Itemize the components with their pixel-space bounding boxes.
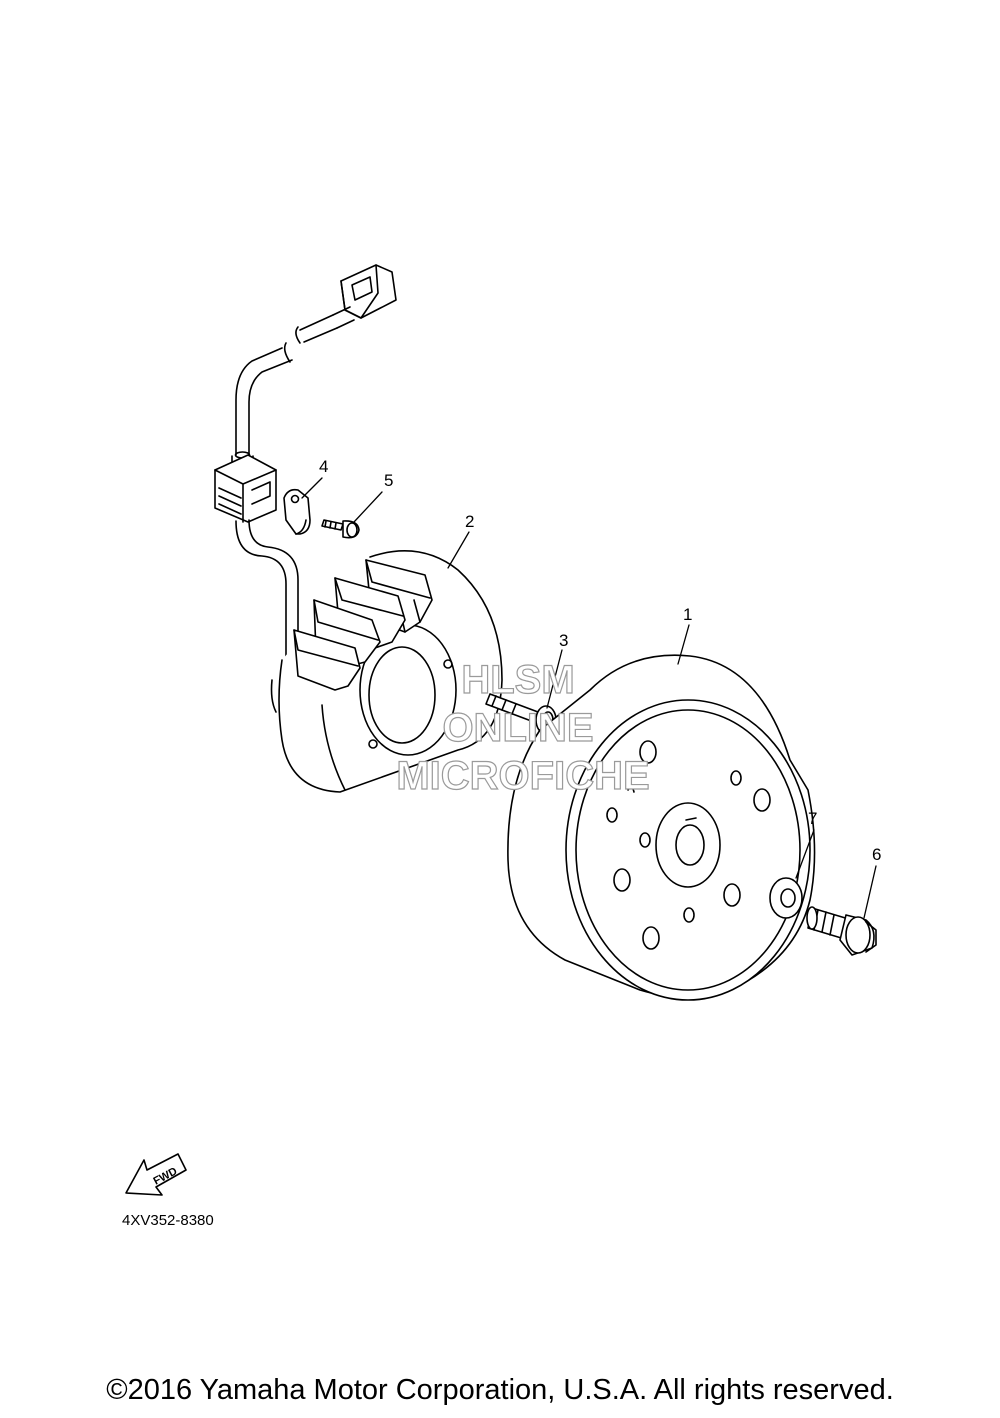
washer: [769, 877, 803, 919]
flywheel-rotor: [507, 654, 816, 1001]
stator-coil: [278, 550, 503, 793]
callout-3: 3: [559, 631, 568, 650]
callout-2: 2: [465, 512, 474, 531]
callout-4: 4: [319, 457, 328, 476]
callout-7: 7: [808, 809, 817, 828]
leader-lines: [301, 477, 877, 919]
wire-clamp: [283, 488, 311, 535]
wire-harness: [214, 264, 397, 713]
watermark-line-3: MICROFICHE: [396, 754, 649, 798]
callout-5: 5: [384, 471, 393, 490]
watermark: HLSM ONLINE MICROFICHE: [396, 657, 651, 798]
callout-1: 1: [683, 605, 692, 624]
diagram-code: 4XV352-8380: [122, 1212, 214, 1229]
fwd-arrow-icon: [125, 1153, 187, 1196]
callout-6: 6: [872, 845, 881, 864]
copyright-notice: ©2016 Yamaha Motor Corporation, U.S.A. A…: [106, 1374, 894, 1406]
watermark-line-1: HLSM: [461, 658, 574, 702]
screw-5: [321, 519, 360, 539]
flywheel-bolt: [806, 906, 877, 956]
watermark-line-2: ONLINE: [442, 706, 593, 750]
callout-labels: 1 2 3 4 5 6 7: [319, 457, 881, 864]
